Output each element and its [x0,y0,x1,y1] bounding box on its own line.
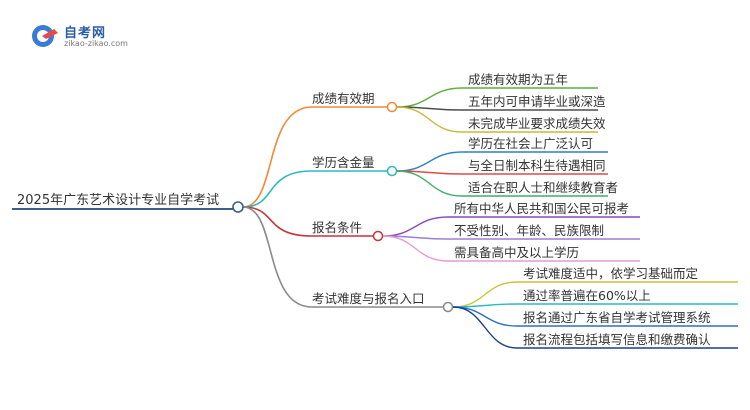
graduation-cap-icon [32,25,58,47]
leaf-label: 学历在社会上广泛认可 [468,136,594,151]
leaf-connector [452,306,518,327]
branch-node [386,101,398,113]
leaf-label: 需具备高中及以上学历 [454,245,580,260]
leaf-connector [396,151,463,172]
logo-subtitle: zikao-zikao.com [64,39,128,48]
leaf-label: 通过率普遍在60%以上 [523,288,651,303]
logo-title: 自考网 [64,26,107,41]
leaf-label: 与全日制本科生待遇相同 [468,158,606,173]
leaf-connector [396,170,463,197]
branch-label-requirements: 报名条件 [312,220,363,235]
branch-connector [242,106,313,208]
branch-node [372,230,384,242]
leaf-connector [382,235,449,262]
branch-label-difficulty: 考试难度与报名入口 [312,291,425,306]
leaf-label: 适合在职人士和继续教育者 [468,180,619,195]
branch-connector [242,206,313,308]
leaf-label: 所有中华人民共和国公民可报考 [454,201,630,216]
site-logo[interactable]: 自考网 zikao-zikao.com [30,18,170,52]
root-topic-label: 2025年广东艺术设计专业自学考试 [17,193,220,208]
leaf-connector [396,87,463,108]
branch-node [386,165,398,177]
branch-label-validity: 成绩有效期 [312,91,375,106]
branch-connector [242,170,313,208]
leaf-connector [452,281,518,308]
root-node [232,201,244,213]
branch-node [442,301,454,313]
leaf-label: 考试难度适中，依学习基础而定 [523,266,699,281]
leaf-label: 五年内可申请毕业或深造 [468,94,606,109]
branch-label-value: 学历含金量 [312,155,375,170]
leaf-label: 成绩有效期为五年 [468,72,569,87]
branch-connector [242,206,313,237]
leaf-connector [452,306,518,349]
leaf-label: 报名通过广东省自学考试管理系统 [523,310,711,325]
leaf-label: 未完成毕业要求成绩失效 [468,116,606,131]
leaf-connector [382,216,449,237]
leaf-label: 不受性别、年龄、民族限制 [454,223,605,238]
leaf-connector [396,106,463,133]
leaf-label: 报名流程包括填写信息和缴费确认 [523,332,711,347]
